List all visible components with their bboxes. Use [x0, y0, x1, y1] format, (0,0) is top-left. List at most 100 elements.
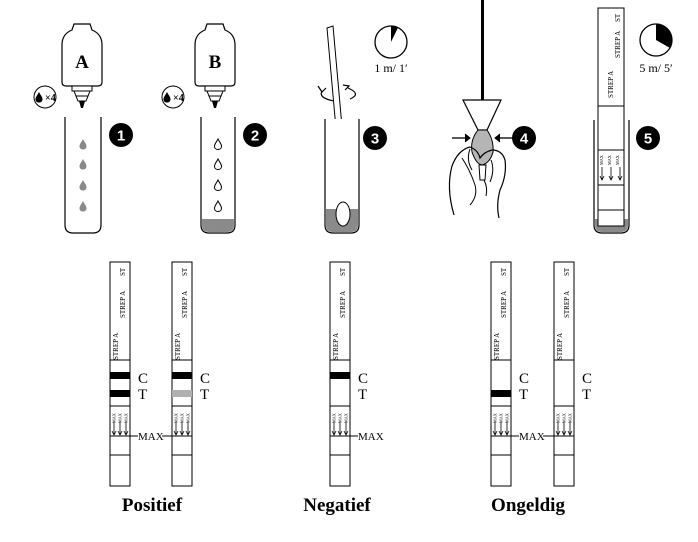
control-line	[172, 372, 192, 379]
timer-icon-1: 1 m/ 1′	[374, 25, 408, 75]
strip-max-small-1: MAX	[332, 413, 337, 423]
squeeze-arrows	[452, 133, 513, 143]
svg-text:MAX: MAX	[599, 155, 604, 165]
strip-max-small-1: MAX	[493, 413, 498, 423]
step-number-4: 4	[512, 126, 536, 150]
strip-max-small-3: MAX	[568, 413, 573, 423]
max-label: MAX	[138, 431, 164, 443]
test-label: T	[582, 387, 591, 403]
svg-text:3: 3	[371, 131, 379, 148]
max-label: MAX	[519, 431, 545, 443]
step-number-3: 3	[363, 126, 387, 150]
strip-brand-lower: STREP A	[556, 333, 564, 360]
result-label-negative: Negatief	[303, 495, 371, 516]
timer-icon-2: 5 m/ 5′	[639, 23, 673, 75]
tube-1	[64, 117, 102, 234]
strip-st-label: ST	[339, 267, 347, 276]
drop-count-a: ×4	[45, 93, 56, 104]
strip-brand-upper: STREP A	[500, 291, 508, 318]
bottle-a-label: A	[75, 52, 89, 73]
strip-max-small-3: MAX	[505, 413, 510, 423]
control-line	[110, 372, 130, 379]
strip-brand-upper: STREP A	[181, 291, 189, 318]
svg-text:MAX: MAX	[607, 155, 612, 165]
test-label: T	[358, 387, 367, 403]
control-label: C	[519, 371, 529, 387]
strip-brand-lower: STREP A	[112, 333, 120, 360]
squeezed-swab	[462, 0, 502, 181]
step-4: 4	[448, 0, 536, 219]
test-label: T	[200, 387, 209, 403]
strip-st-label: ST	[563, 267, 571, 276]
test-line	[491, 390, 511, 397]
test-line-faint	[172, 390, 192, 397]
test-line	[110, 390, 130, 397]
result-label-positive: Positief	[122, 495, 183, 516]
timer-label-1: 1 m/ 1′	[374, 61, 408, 75]
step-2: ×4 B 2	[161, 23, 267, 234]
drop-count-badge-a: ×4	[33, 85, 57, 109]
control-label: C	[200, 371, 210, 387]
strip-brand-upper: STREP A	[119, 291, 127, 318]
test-label: T	[519, 387, 528, 403]
step-1: ×4 A 1	[33, 23, 133, 234]
strip-max-small-2: MAX	[180, 413, 185, 423]
strip-st-label: ST	[181, 267, 189, 276]
strip-max-small-3: MAX	[124, 413, 129, 423]
svg-text:STREP A: STREP A	[614, 31, 622, 58]
timer-label-2: 5 m/ 5′	[639, 61, 673, 75]
strip-max-small-2: MAX	[338, 413, 343, 423]
strip-brand-upper: STREP A	[563, 291, 571, 318]
dropper-bottle-a: A	[61, 23, 103, 108]
strip-max-small-2: MAX	[118, 413, 123, 423]
drop-count-b: ×4	[173, 93, 184, 104]
control-label: C	[358, 371, 368, 387]
svg-text:MAX: MAX	[615, 155, 620, 165]
control-line	[330, 372, 350, 379]
svg-text:1: 1	[117, 128, 125, 145]
strip-max-small-2: MAX	[562, 413, 567, 423]
svg-text:2: 2	[251, 128, 259, 145]
tube-3	[324, 119, 360, 234]
drop-count-badge-b: ×4	[161, 85, 185, 109]
bottle-b-label: B	[209, 52, 222, 73]
strip-max-small-2: MAX	[499, 413, 504, 423]
test-strip-in-tube: STREP A STREP A ST MAX MAX MAX	[597, 7, 625, 227]
max-label: MAX	[358, 431, 384, 443]
control-label: C	[138, 371, 148, 387]
svg-text:ST: ST	[614, 13, 622, 22]
step-number-5: 5	[636, 126, 660, 150]
dropper-bottle-b: B	[194, 23, 236, 108]
strip-brand-lower: STREP A	[174, 333, 182, 360]
strip-st-label: ST	[119, 267, 127, 276]
strip-brand-upper: STREP A	[339, 291, 347, 318]
step-number-2: 2	[243, 123, 267, 147]
strip-max-small-1: MAX	[174, 413, 179, 423]
svg-text:5: 5	[644, 131, 652, 148]
control-label: C	[582, 371, 592, 387]
step-5: STREP A STREP A ST MAX MAX MAX 5 m/ 5′ 5	[593, 7, 673, 234]
rotation-arrow	[317, 84, 357, 102]
test-label: T	[138, 387, 147, 403]
strip-brand-lower: STREP A	[493, 333, 501, 360]
step-number-1: 1	[109, 123, 133, 147]
tube-2	[200, 117, 236, 234]
strip-max-small-3: MAX	[344, 413, 349, 423]
strip-brand-lower: STREP A	[332, 333, 340, 360]
strip-max-small-1: MAX	[112, 413, 117, 423]
strip-max-small-1: MAX	[556, 413, 561, 423]
hand	[448, 146, 507, 219]
step-3: 1 m/ 1′ 3	[317, 25, 408, 234]
svg-text:STREP A: STREP A	[607, 71, 615, 98]
result-label-invalid: Ongeldig	[491, 495, 565, 516]
svg-text:4: 4	[520, 131, 529, 148]
strip-max-small-3: MAX	[186, 413, 191, 423]
strip-st-label: ST	[500, 267, 508, 276]
